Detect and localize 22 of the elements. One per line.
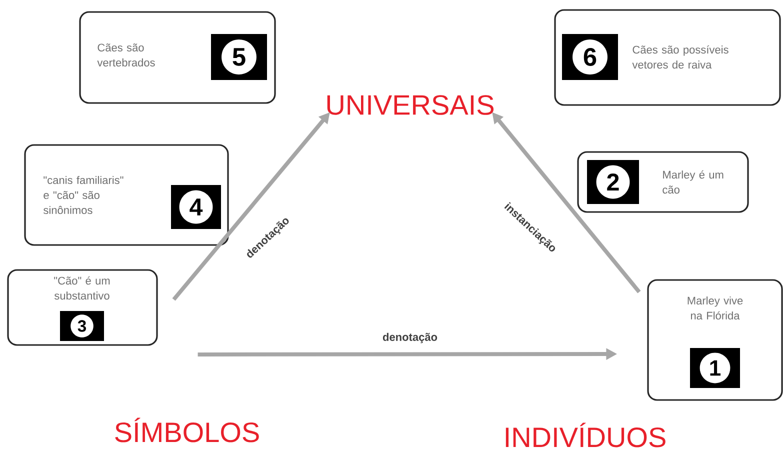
statement-text: Cães são vertebrados xyxy=(97,44,155,66)
number-badge: 5 xyxy=(211,34,267,80)
corner-label: UNIVERSAIS xyxy=(327,95,494,115)
corner-label: INDIVÍDUOS xyxy=(506,422,666,448)
statement-text: "canis familiaris" e "cão" são sinônimos xyxy=(44,176,124,214)
corner-label: SÍMBOLOS xyxy=(115,418,259,442)
number-badge: 1 xyxy=(690,348,740,388)
number-badge: 4 xyxy=(171,185,221,229)
statement-box xyxy=(577,151,749,213)
statement-box xyxy=(647,279,783,401)
statement-text: Marley vive na Flórida xyxy=(688,296,743,320)
statement-text: Cães são possíveis vetores de raiva xyxy=(632,45,728,69)
statement-box xyxy=(554,9,781,106)
statement-box xyxy=(24,144,229,246)
number-badge: 6 xyxy=(562,34,618,80)
statement-box xyxy=(79,11,276,104)
statement-text: Marley é um cão xyxy=(662,170,724,194)
number-badge: 3 xyxy=(60,311,104,341)
number-badge: 2 xyxy=(587,160,639,204)
statement-box xyxy=(7,269,158,346)
statement-text: "Cão" é um substantivo xyxy=(54,276,110,300)
edge-label: denotação xyxy=(382,332,438,344)
